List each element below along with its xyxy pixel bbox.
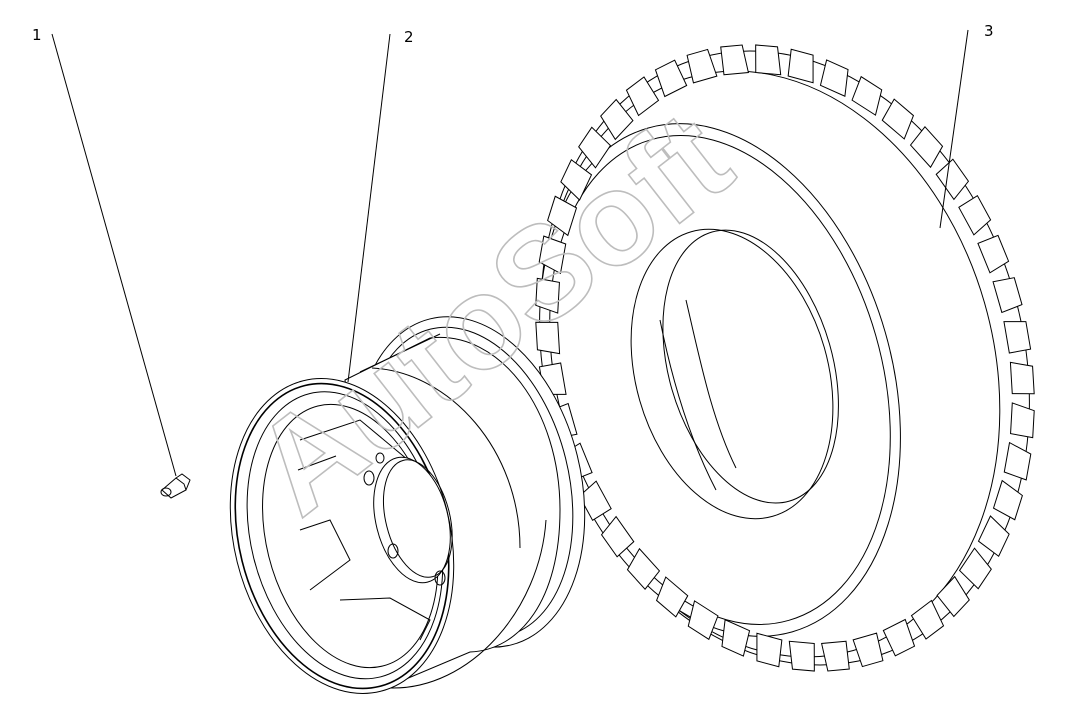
tread-lug: [535, 321, 561, 355]
tread-lug: [626, 547, 661, 590]
tread-lug: [852, 632, 884, 668]
tread-lug: [1010, 402, 1035, 439]
valve-drawing: [160, 473, 191, 499]
tread-lug: [560, 159, 593, 201]
callout-3: 3: [939, 22, 994, 229]
tread-lug: [881, 98, 915, 140]
callout-1: 1: [32, 26, 177, 477]
tread-lug: [625, 76, 660, 117]
tread-lug: [958, 194, 992, 236]
tread-lug: [882, 618, 916, 657]
tread-lug: [977, 515, 1010, 557]
tread-lug: [958, 547, 992, 590]
tread-lug: [655, 576, 689, 618]
tread-lug: [819, 59, 849, 97]
tread-lug: [851, 75, 883, 116]
tread-lug: [720, 44, 750, 76]
callout-2: 2: [347, 28, 414, 383]
tread-lug: [820, 640, 850, 672]
tread-lug: [578, 126, 612, 169]
tread-lug: [535, 277, 560, 314]
tread-lugs: [535, 44, 1035, 672]
tread-lug: [654, 59, 688, 98]
tread-lug: [910, 599, 945, 640]
tread-lug: [600, 98, 634, 141]
tread-lug: [1003, 321, 1032, 354]
tread-lug: [992, 479, 1023, 521]
rim-drawing: [229, 316, 586, 694]
tread-lug: [936, 575, 970, 618]
tread-lug: [721, 619, 751, 657]
tread-lug: [755, 44, 782, 76]
tire-drawing: [535, 44, 1035, 672]
tread-lug: [935, 158, 970, 201]
tread-lug: [686, 48, 718, 84]
tread-lug: [977, 234, 1010, 274]
tread-lug: [992, 277, 1023, 314]
tread-lug: [909, 126, 944, 169]
callout-label-2: 2: [404, 28, 414, 46]
tread-lug: [538, 235, 567, 275]
callout-label-1: 1: [32, 26, 42, 44]
tread-lug: [788, 640, 815, 672]
tread-lug: [600, 515, 635, 558]
tread-lug: [547, 195, 578, 237]
tread-lug: [787, 48, 814, 84]
tread-lug: [1003, 441, 1032, 481]
tread-lug: [687, 600, 719, 641]
tread-lug: [1009, 361, 1035, 395]
callout-label-3: 3: [984, 22, 994, 40]
tread-lug: [756, 632, 783, 668]
